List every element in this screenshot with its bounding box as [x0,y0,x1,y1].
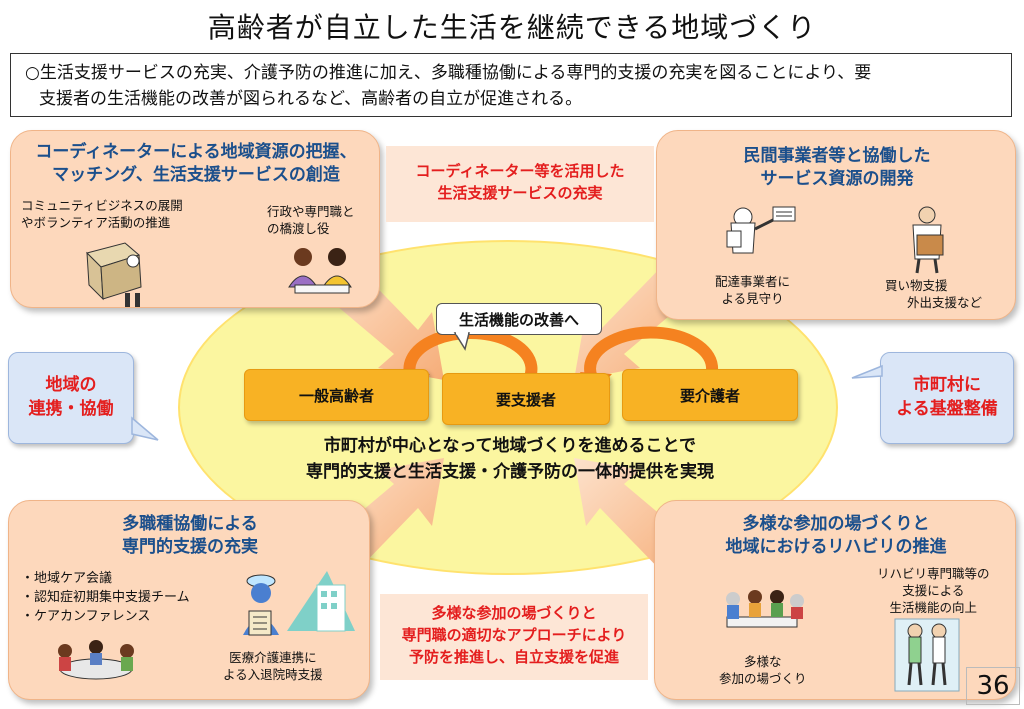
intro-line-1: ○生活支援サービスの充実、介護予防の推進に加え、多職種協働による専門的支援の充実… [25,63,872,83]
card-coordinator-title-2: マッチング、生活支援サービスの創造 [52,165,340,185]
bridge-role-caption: 行政や専門職と の橋渡し役 [267,203,355,237]
card-multidisciplinary: 多職種協働による 専門的支援の充実 ・地域ケア会議 ・認知症初期集中支援チーム … [8,500,370,700]
participation-approach-line-2: 専門職の適切なアプローチにより [401,626,627,644]
hospital-support-line-1: 医療介護連携に [229,650,317,665]
bubble-tail [453,331,470,351]
shopping-caption-1: 買い物支援 [885,278,948,293]
card-private-business-title-2: サービス資源の開発 [760,169,914,189]
shopping-illustration [912,206,944,274]
shopping-caption-2: 外出支援など [907,295,983,310]
community-business-line-2: やボランティア活動の推進 [21,215,171,230]
card-rehabilitation-title: 多様な参加の場づくりと 地域におけるリハビリの推進 [655,513,1017,559]
meeting-illustration [288,248,352,294]
hospital-support-line-2: よる入退院時支援 [223,667,323,682]
card-multidisciplinary-title-1: 多職種協働による [122,514,258,534]
center-message: 市町村が中心となって地域づくりを進めることで 専門的支援と生活支援・介護予防の一… [180,433,840,485]
conference-illustration [58,640,134,680]
rehab-specialist-line-1: リハビリ専門職等の [877,566,990,581]
improvement-bubble: 生活機能の改善へ [436,303,602,335]
bullet-care-meeting: ・地域ケア会議 [21,571,113,586]
walking-rehab-illustration [894,618,960,692]
participation-caption: 多様な 参加の場づくり [719,653,807,687]
card-coordinator-title: コーディネーターによる地域資源の把握、 マッチング、生活支援サービスの創造 [11,141,381,187]
card-coordinator-title-1: コーディネーターによる地域資源の把握、 [35,142,357,162]
community-business-line-1: コミュニティビジネスの展開 [21,198,183,213]
intro-box: ○生活支援サービスの充実、介護予防の推進に加え、多職種協働による専門的支援の充実… [10,53,1012,117]
pill-care-required: 要介護者 [622,369,798,421]
delivery-caption-1: 配達事業者に [715,274,791,289]
intro-line-2: 支援者の生活機能の改善が図られるなど、高齢者の自立が促進される。 [39,89,583,109]
hospital-support-caption: 医療介護連携に よる入退院時支援 [223,649,323,683]
municipal-foundation-line-1: 市町村に [913,375,981,395]
municipal-foundation-callout: 市町村に よる基盤整備 [880,352,1014,444]
card-rehabilitation-title-2: 地域におけるリハビリの推進 [725,537,947,557]
box-carrier-illustration [86,242,142,307]
coordinator-service-line-1: コーディネーター等を活用した [415,162,625,180]
card-coordinator: コーディネーターによる地域資源の把握、 マッチング、生活支援サービスの創造 コミ… [10,130,380,308]
regional-cooperation-line-2: 連携・協働 [28,399,114,419]
multidisciplinary-bullets: ・地域ケア会議 ・認知症初期集中支援チーム ・ケアカンファレンス [21,569,190,626]
card-multidisciplinary-title: 多職種協働による 専門的支援の充実 [9,513,371,559]
rehab-specialist-caption: リハビリ専門職等の 支援による 生活機能の向上 [877,565,990,616]
community-business-caption: コミュニティビジネスの展開 やボランティア活動の推進 [21,197,183,231]
pill-general-elderly: 一般高齢者 [244,369,429,421]
coordinator-service-label: コーディネーター等を活用した 生活支援サービスの充実 [386,146,654,222]
left-callout-pointer [131,416,159,441]
bridge-role-line-2: の橋渡し役 [267,221,330,236]
card-private-business-title: 民間事業者等と協働した サービス資源の開発 [657,145,1017,191]
participation-approach-line-3: 予防を推進し、自立支援を促進 [408,648,619,666]
regional-cooperation-line-1: 地域の [45,375,97,395]
cycle-arrow-right [584,326,719,395]
center-message-line-2: 専門的支援と生活支援・介護予防の一体的提供を実現 [306,462,714,482]
participation-approach-label: 多様な参加の場づくりと 専門職の適切なアプローチにより 予防を推進し、自立支援を… [380,594,648,680]
page-number: 36 [966,667,1020,705]
card-private-business-title-1: 民間事業者等と協働した [743,146,931,166]
group-discussion-illustration [726,590,804,628]
card-multidisciplinary-title-2: 専門的支援の充実 [122,537,258,557]
bullet-dementia-team: ・認知症初期集中支援チーム [21,590,190,605]
card-rehabilitation: 多様な参加の場づくりと 地域におけるリハビリの推進 リハビリ専門職等の 支援によ… [654,500,1016,700]
participation-caption-1: 多様な [744,654,782,669]
participation-caption-2: 参加の場づくり [719,671,807,686]
delivery-caption: 配達事業者に よる見守り [715,273,790,307]
bullet-care-conference: ・ケアカンファレンス [21,609,151,624]
delivery-illustration [726,206,796,254]
delivery-caption-2: よる見守り [721,291,784,306]
regional-cooperation-callout: 地域の 連携・協働 [8,352,134,444]
bridge-role-line-1: 行政や専門職と [267,204,355,219]
pill-support-required: 要支援者 [442,373,610,425]
nurse-hospital-illustration [243,571,355,636]
coordinator-service-line-2: 生活支援サービスの充実 [437,184,603,202]
rehab-specialist-line-3: 生活機能の向上 [889,600,978,615]
card-private-business: 民間事業者等と協働した サービス資源の開発 配達事業者に よる見守り 買い物支援… [656,130,1016,320]
municipal-foundation-line-2: よる基盤整備 [896,399,998,419]
rehab-specialist-line-2: 支援による [902,583,965,598]
card-rehabilitation-title-1: 多様な参加の場づくりと [742,514,930,534]
center-message-line-1: 市町村が中心となって地域づくりを進めることで [323,436,697,456]
page-title: 高齢者が自立した生活を継続できる地域づくり [207,11,817,44]
shopping-caption: 買い物支援 外出支援など [885,277,982,311]
participation-approach-line-1: 多様な参加の場づくりと [431,604,597,622]
right-callout-pointer [851,364,883,379]
